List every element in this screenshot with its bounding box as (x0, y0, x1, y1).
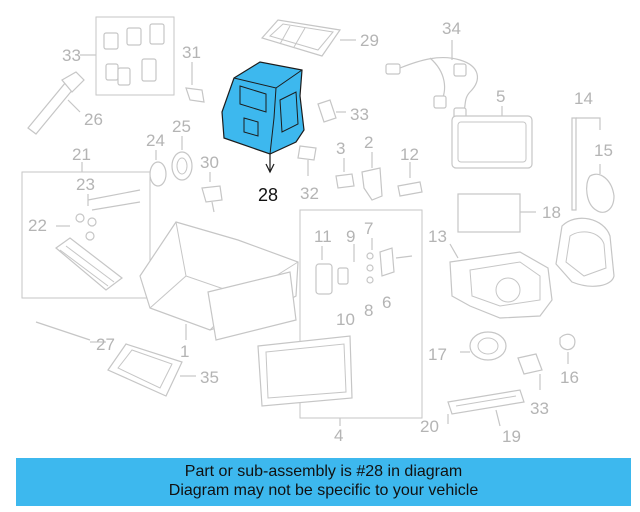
part-5-frame (451, 106, 533, 169)
callout-8: 8 (364, 301, 373, 320)
parts-diagram: 33 26 31 29 34 33 (21, 16, 615, 446)
part-35-grille (107, 343, 196, 397)
callout-14: 14 (574, 89, 593, 108)
info-banner: Part or sub-assembly is #28 in diagram D… (16, 458, 631, 506)
part-33-resistor (517, 353, 543, 390)
part-4-box (257, 209, 423, 426)
part-33-clips-group (80, 16, 175, 96)
callout-23: 23 (76, 175, 95, 194)
callout-24: 24 (146, 131, 165, 150)
callout-28: 28 (258, 185, 278, 205)
part-27-rod (35, 321, 106, 343)
callout-33c: 33 (530, 399, 549, 418)
part-3-bolt (335, 158, 355, 189)
callout-10: 10 (336, 310, 355, 329)
callout-17: 17 (428, 345, 447, 364)
callout-12: 12 (400, 145, 419, 164)
part-24-grommet (149, 150, 167, 187)
part-30-actuator (201, 172, 223, 213)
callout-19: 19 (502, 427, 521, 446)
callout-31: 31 (182, 43, 201, 62)
part-16-blower-housing (555, 217, 615, 364)
callout-22: 22 (28, 216, 47, 235)
part-20-19-duct (447, 389, 525, 427)
callout-13: 13 (428, 227, 447, 246)
part-33-connector (317, 99, 346, 123)
part-13-housing (449, 243, 553, 319)
part-29-filter (260, 19, 356, 57)
part-18-panel (457, 193, 536, 233)
part-14-bracket (571, 117, 615, 213)
banner-line-2: Diagram may not be specific to your vehi… (168, 482, 479, 499)
callout-15: 15 (594, 141, 613, 160)
part-1-case (139, 221, 299, 341)
part-32-fastener (297, 145, 317, 176)
callout-3: 3 (336, 139, 345, 158)
part-21-box (21, 162, 151, 299)
callout-2: 2 (364, 133, 373, 152)
callout-33a: 33 (62, 46, 81, 65)
callout-33b: 33 (350, 105, 369, 124)
callout-30: 30 (200, 153, 219, 172)
callout-20: 20 (420, 417, 439, 436)
part-26-tube (27, 71, 85, 135)
callout-25: 25 (172, 117, 191, 136)
part-25-grommet (171, 136, 193, 181)
part-2-bracket (361, 152, 383, 201)
callout-29: 29 (360, 31, 379, 50)
callout-16: 16 (560, 368, 579, 387)
callout-18: 18 (542, 203, 561, 222)
part-31-sensor (185, 62, 205, 103)
callout-35: 35 (200, 368, 219, 387)
part-34-harness (385, 40, 478, 121)
callout-5: 5 (496, 87, 505, 106)
part-28-highlighted-housing (221, 61, 305, 174)
callout-11: 11 (314, 227, 332, 246)
callout-1: 1 (180, 342, 189, 361)
callout-27: 27 (96, 335, 115, 354)
part-17-blower-motor (460, 331, 507, 361)
callout-32: 32 (300, 184, 319, 203)
callout-6: 6 (382, 293, 391, 312)
callout-21: 21 (72, 145, 91, 164)
callout-9: 9 (346, 227, 355, 246)
callout-34: 34 (442, 19, 461, 38)
callout-7: 7 (364, 219, 373, 238)
callout-26: 26 (84, 110, 103, 129)
banner-line-1: Part or sub-assembly is #28 in diagram (184, 463, 463, 480)
part-12-bolt (397, 162, 423, 197)
callout-4: 4 (334, 426, 343, 445)
